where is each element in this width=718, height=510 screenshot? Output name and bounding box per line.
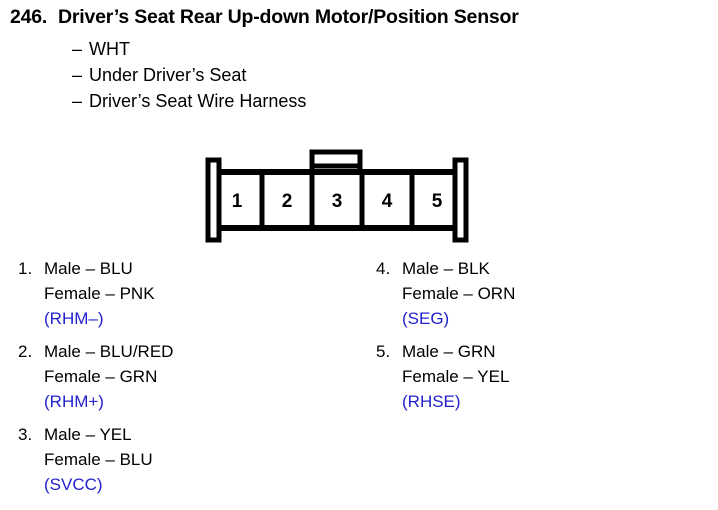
- detail-item: – WHT: [72, 36, 710, 62]
- pin-signal-line: (RHM–): [18, 306, 358, 331]
- connector-right-flange: [452, 157, 469, 243]
- pin-female-line: Female – PNK: [18, 281, 358, 306]
- pin-male-label: Male – YEL: [44, 425, 132, 444]
- pin-index: 4.: [376, 259, 391, 278]
- connector-pin-5: 5: [432, 191, 443, 212]
- pin-male-label: Male – BLK: [402, 259, 490, 278]
- pin-male-line: 5. Male – GRN: [376, 339, 706, 364]
- pin-signal-line: (SVCC): [18, 472, 358, 497]
- pin-index: 1.: [18, 259, 33, 278]
- page-title: 246. Driver’s Seat Rear Up-down Motor/Po…: [10, 6, 710, 29]
- page-title-text: Driver’s Seat Rear Up-down Motor/Positio…: [58, 6, 519, 28]
- pin-list-left: 1. Male – BLU Female – PNK (RHM–) 2. Mal…: [18, 256, 358, 505]
- connector-pin-4: 4: [382, 191, 393, 212]
- pin-female-label: Female – PNK: [44, 284, 155, 303]
- dash-icon: –: [72, 65, 83, 85]
- pin-signal-label: (RHSE): [402, 392, 461, 411]
- pin-female-line: Female – BLU: [18, 447, 358, 472]
- pin-assignment-lists: 1. Male – BLU Female – PNK (RHM–) 2. Mal…: [0, 256, 718, 506]
- pin-female-label: Female – YEL: [402, 367, 510, 386]
- connector-pin-3: 3: [332, 191, 343, 212]
- pin-entry: 3. Male – YEL Female – BLU (SVCC): [18, 422, 358, 497]
- pin-index: 2.: [18, 342, 33, 361]
- pin-signal-label: (SEG): [402, 309, 450, 328]
- pin-female-line: Female – YEL: [376, 364, 706, 389]
- dash-icon: –: [72, 39, 83, 59]
- connector-drawing: 1 2 3 4 5: [205, 149, 469, 243]
- pin-entry: 2. Male – BLU/RED Female – GRN (RHM+): [18, 339, 358, 414]
- detail-list: – WHT – Under Driver’s Seat – Driver’s S…: [10, 36, 710, 114]
- pin-signal-line: (SEG): [376, 306, 706, 331]
- pin-male-line: 2. Male – BLU/RED: [18, 339, 358, 364]
- pin-signal-label: (SVCC): [44, 475, 103, 494]
- pin-list-right: 4. Male – BLK Female – ORN (SEG) 5. Male…: [376, 256, 706, 422]
- pin-female-label: Female – BLU: [44, 450, 153, 469]
- pin-male-line: 1. Male – BLU: [18, 256, 358, 281]
- pin-index: 5.: [376, 342, 391, 361]
- connector-left-flange: [205, 157, 222, 243]
- connector-pin-2: 2: [282, 191, 293, 212]
- detail-item-label: Under Driver’s Seat: [89, 65, 247, 85]
- pin-female-line: Female – ORN: [376, 281, 706, 306]
- pin-entry: 1. Male – BLU Female – PNK (RHM–): [18, 256, 358, 331]
- pin-signal-line: (RHSE): [376, 389, 706, 414]
- pin-entry: 5. Male – GRN Female – YEL (RHSE): [376, 339, 706, 414]
- pin-signal-label: (RHM–): [44, 309, 104, 328]
- pin-male-line: 4. Male – BLK: [376, 256, 706, 281]
- heading-block: 246. Driver’s Seat Rear Up-down Motor/Po…: [10, 6, 710, 114]
- pin-male-label: Male – BLU: [44, 259, 133, 278]
- connector-diagram: 1 2 3 4 5: [200, 143, 480, 243]
- pin-female-label: Female – GRN: [44, 367, 158, 386]
- pin-signal-label: (RHM+): [44, 392, 104, 411]
- connector-pin-1: 1: [232, 191, 243, 212]
- pin-male-line: 3. Male – YEL: [18, 422, 358, 447]
- pin-signal-line: (RHM+): [18, 389, 358, 414]
- detail-item: – Driver’s Seat Wire Harness: [72, 88, 710, 114]
- pin-index: 3.: [18, 425, 33, 444]
- pin-female-label: Female – ORN: [402, 284, 516, 303]
- pin-male-label: Male – BLU/RED: [44, 342, 174, 361]
- pin-entry: 4. Male – BLK Female – ORN (SEG): [376, 256, 706, 331]
- entry-number: 246.: [10, 6, 48, 28]
- pin-female-line: Female – GRN: [18, 364, 358, 389]
- detail-item: – Under Driver’s Seat: [72, 62, 710, 88]
- dash-icon: –: [72, 91, 83, 111]
- detail-item-label: Driver’s Seat Wire Harness: [89, 91, 307, 111]
- pin-male-label: Male – GRN: [402, 342, 496, 361]
- detail-item-label: WHT: [89, 39, 130, 59]
